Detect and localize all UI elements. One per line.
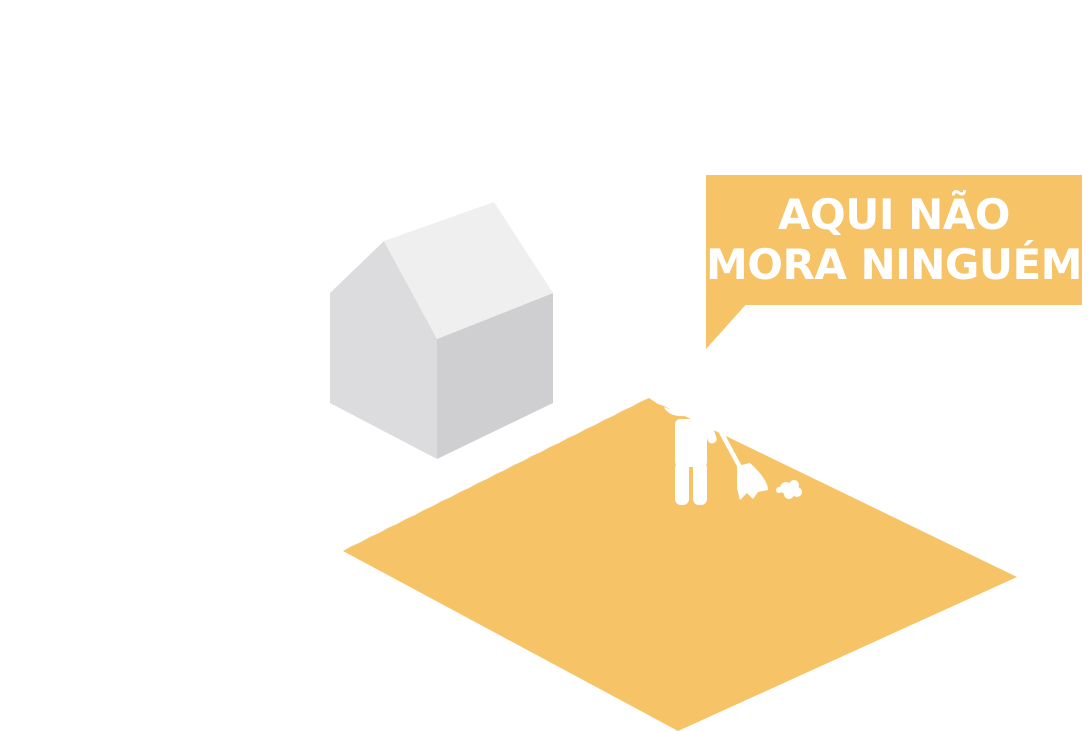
- person-left-leg: [675, 462, 689, 505]
- empty-lot: [343, 398, 1017, 731]
- speech-line-2: MORA NINGUÉM: [706, 240, 1082, 289]
- person-torso: [675, 419, 707, 467]
- leaves-icon: [776, 480, 802, 499]
- speech-bubble-text: AQUI NÃO MORA NINGUÉM: [706, 175, 1082, 305]
- house-front-wall: [330, 241, 437, 459]
- person-head-arm: [664, 406, 700, 417]
- broom-handle: [713, 420, 743, 470]
- person-right-leg: [693, 462, 707, 505]
- house-side-wall: [437, 293, 553, 459]
- person-arm: [700, 412, 717, 444]
- broom-icon: [713, 420, 768, 500]
- speech-bubble-shape: [706, 175, 1082, 349]
- speech-line-1: AQUI NÃO: [778, 190, 1010, 239]
- person-sweeping-icon: [664, 406, 717, 505]
- house-icon: [330, 202, 553, 459]
- house-roof: [384, 202, 553, 339]
- broom-bristles: [737, 463, 768, 500]
